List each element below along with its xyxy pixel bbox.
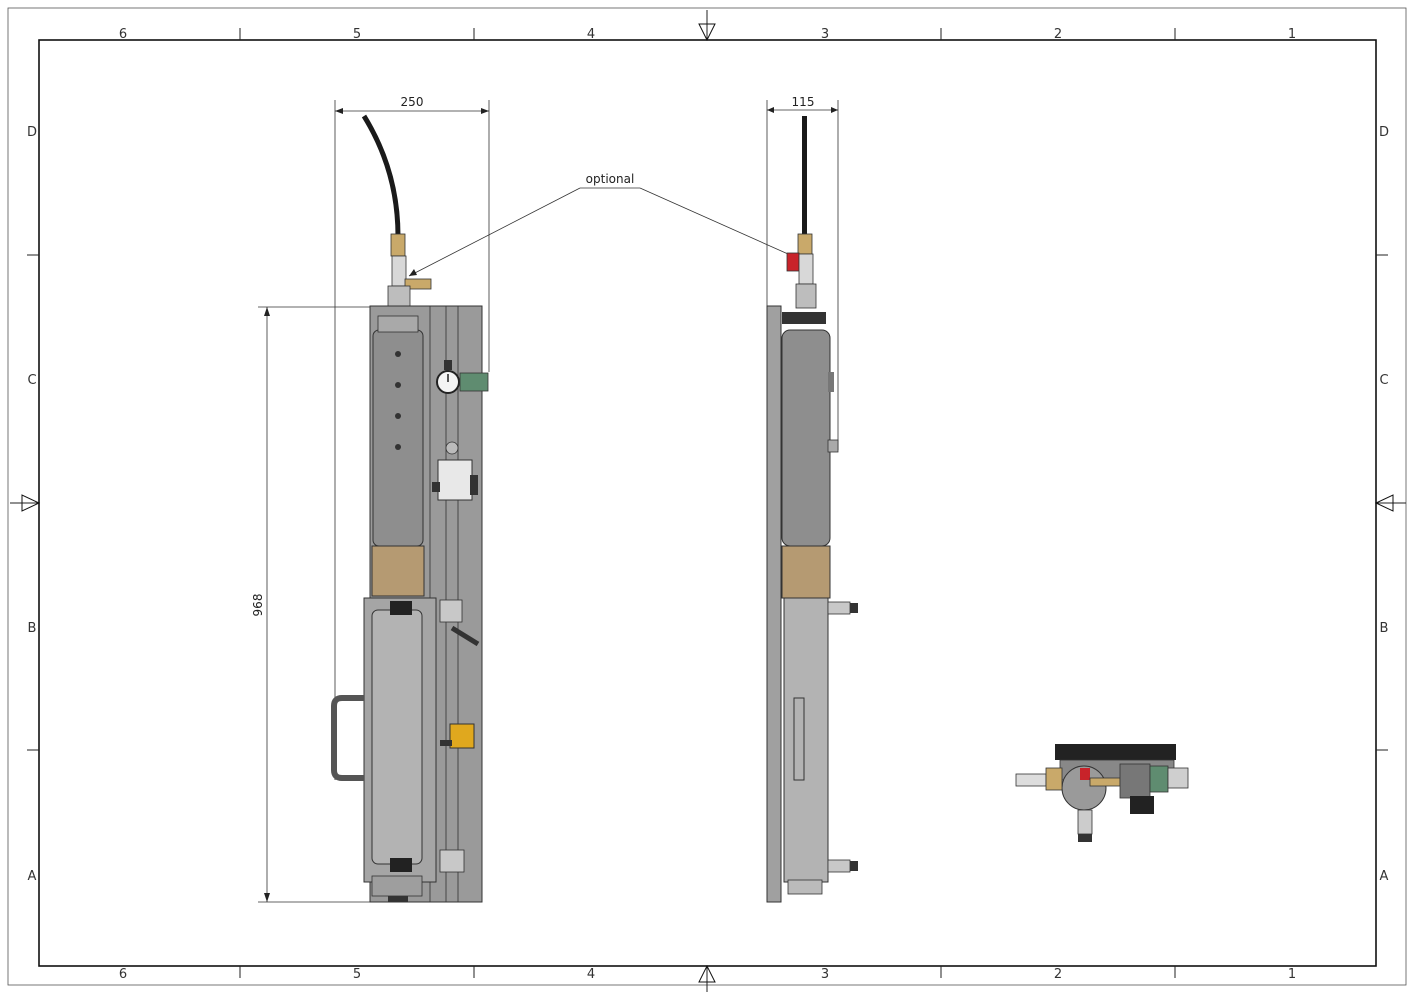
col-label: 2 — [1054, 27, 1062, 42]
upper-cylinder — [372, 329, 424, 547]
hose — [361, 114, 401, 237]
center-mark-right — [1374, 494, 1406, 512]
col-label: 3 — [821, 967, 829, 982]
optional-callout: optional — [408, 172, 798, 277]
side-sight-window — [781, 545, 831, 599]
sight-window — [371, 545, 425, 597]
row-label: D — [1379, 125, 1389, 140]
hose-fitting — [390, 233, 406, 257]
yellow-valve — [449, 723, 475, 749]
row-ticks-left — [27, 254, 39, 751]
center-mark-left — [10, 494, 41, 512]
red-valve — [786, 252, 800, 272]
lever-handle — [450, 625, 480, 647]
carry-handle — [331, 695, 364, 781]
dimension-label-250: 250 — [401, 95, 424, 109]
column-ticks-bottom — [239, 966, 1176, 978]
dimension-label-968: 968 — [251, 594, 265, 617]
col-label: 6 — [119, 967, 127, 982]
col-label: 6 — [119, 27, 127, 42]
lower-cylinder — [371, 609, 423, 865]
col-label: 4 — [587, 27, 595, 42]
side-valve — [404, 278, 432, 290]
column-ticks-top — [239, 28, 1176, 40]
row-labels-left: D C B A — [27, 125, 37, 884]
row-label: B — [1380, 621, 1389, 636]
side-lower-cylinder — [783, 597, 829, 883]
side-upper-cylinder — [781, 329, 831, 547]
row-label: A — [1380, 869, 1389, 884]
top-plate — [1055, 744, 1176, 760]
front-view: 250 968 — [251, 95, 490, 903]
col-label: 1 — [1288, 27, 1296, 42]
center-mark-top — [698, 10, 716, 42]
dimension-side-width: 115 — [766, 95, 839, 450]
col-label: 5 — [353, 27, 361, 42]
center-mark-bottom — [698, 964, 716, 992]
side-hose — [802, 116, 807, 236]
row-label: C — [27, 373, 36, 388]
row-label: C — [1379, 373, 1388, 388]
inner-frame — [38, 39, 1377, 967]
col-label: 1 — [1288, 967, 1296, 982]
column-labels-bottom: 6 5 4 3 2 1 — [119, 967, 1296, 982]
side-mounting-plate — [766, 305, 782, 903]
col-label: 5 — [353, 967, 361, 982]
col-label: 2 — [1054, 967, 1062, 982]
top-view — [1015, 744, 1189, 842]
row-label: B — [28, 621, 37, 636]
side-view: 115 — [766, 95, 858, 903]
row-label: A — [28, 869, 37, 884]
col-label: 3 — [821, 27, 829, 42]
column-labels-top: 6 5 4 3 2 1 — [119, 27, 1296, 42]
outer-border — [7, 7, 1407, 986]
dimension-label-115: 115 — [792, 95, 815, 109]
row-labels-right: D C B A — [1379, 125, 1389, 884]
tee-fitting — [391, 255, 407, 287]
row-ticks-right — [1376, 254, 1388, 751]
row-label: D — [27, 125, 37, 140]
dimension-front-width: 250 — [334, 95, 490, 780]
optional-label: optional — [586, 172, 635, 186]
col-label: 4 — [587, 967, 595, 982]
top-nut — [387, 285, 411, 307]
upper-cap — [377, 315, 419, 333]
control-valve — [437, 459, 473, 501]
